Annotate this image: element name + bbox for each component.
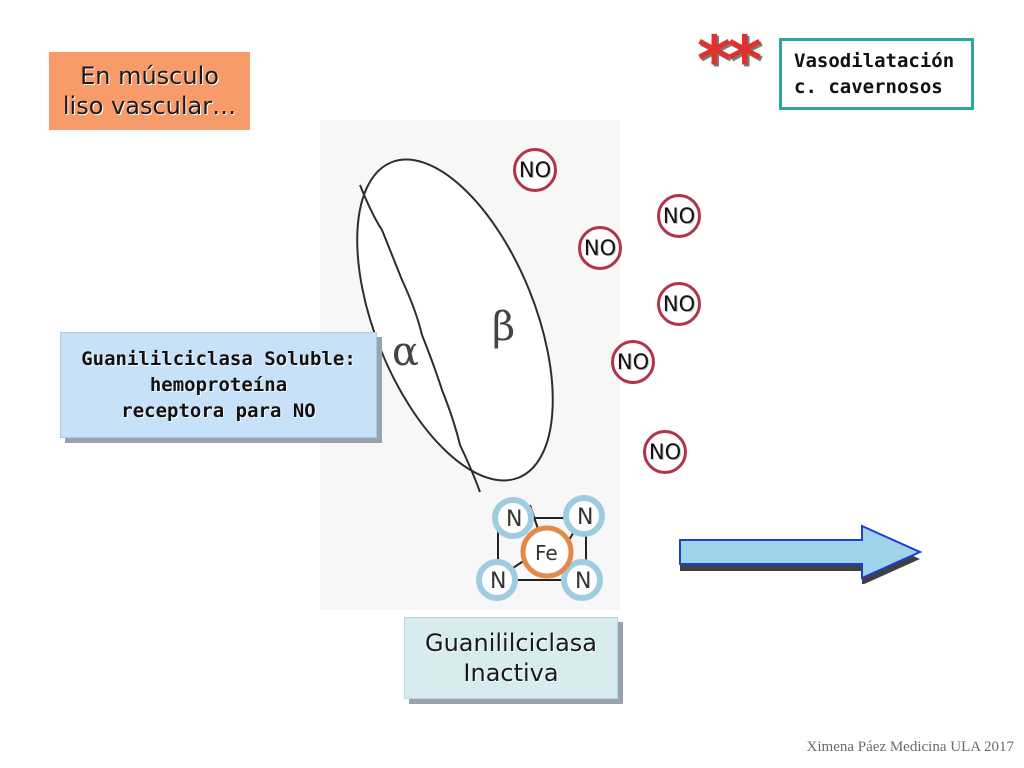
no-molecule-label: NO xyxy=(583,236,617,260)
gcs-line-2: hemoproteína xyxy=(149,374,288,396)
no-molecule: NO xyxy=(513,148,557,192)
alpha-label: α xyxy=(392,329,419,375)
title-line-2: liso vascular… xyxy=(62,92,237,120)
vasodilatation-box: Vasodilatación c. cavernosos xyxy=(779,38,974,110)
vasodilatation-line-1: Vasodilatación xyxy=(794,50,955,72)
subunit-divider xyxy=(359,184,481,493)
heme-group: N N N N Fe xyxy=(476,495,605,601)
no-molecule: NO xyxy=(657,194,701,238)
no-molecule-label: NO xyxy=(518,158,552,182)
no-molecule-label: NO xyxy=(648,440,682,464)
gcs-line-1: Guanililciclasa Soluble: xyxy=(81,348,356,370)
enzyme-oval xyxy=(356,158,554,482)
beta-label: β xyxy=(492,304,515,350)
nitrogen-top-left xyxy=(492,497,534,539)
nitrogen-top-right xyxy=(563,495,605,537)
nitrogen-label-tl: N xyxy=(506,507,522,532)
iron-center xyxy=(520,525,574,579)
nitrogen-bottom-right xyxy=(561,559,603,601)
title-box: En músculo liso vascular… xyxy=(49,52,250,130)
no-molecule: NO xyxy=(611,340,655,384)
nitrogen-bottom-left xyxy=(476,559,518,601)
nitrogen-label-bl: N xyxy=(490,569,506,594)
no-molecule-label: NO xyxy=(616,350,650,374)
gcs-line-3: receptora para NO xyxy=(121,400,316,422)
title-line-1: En músculo xyxy=(80,62,219,90)
right-arrow-icon xyxy=(679,524,923,584)
vasodilatation-line-2: c. cavernosos xyxy=(794,76,943,98)
nitrogen-label-tr: N xyxy=(577,505,593,530)
no-molecule-label: NO xyxy=(662,292,696,316)
gci-line-1: Guanililciclasa xyxy=(424,629,598,657)
soluble-guanylyl-cyclase-box: Guanililciclasa Soluble: hemoproteína re… xyxy=(60,332,377,438)
no-molecule: NO xyxy=(643,430,687,474)
no-molecule-label: NO xyxy=(662,204,696,228)
gci-line-2: Inactiva xyxy=(463,659,559,687)
stars-mark: ** xyxy=(697,22,762,99)
no-molecule: NO xyxy=(578,226,622,270)
nitrogen-label-br: N xyxy=(575,569,591,594)
inactive-guanylyl-cyclase-box: Guanililciclasa Inactiva xyxy=(404,617,618,699)
iron-label: Fe xyxy=(535,541,558,565)
guanylyl-cyclase-diagram: α β N N N N Fe xyxy=(320,120,620,610)
no-molecule: NO xyxy=(657,282,701,326)
footer-credit: Ximena Páez Medicina ULA 2017 xyxy=(806,739,1014,755)
